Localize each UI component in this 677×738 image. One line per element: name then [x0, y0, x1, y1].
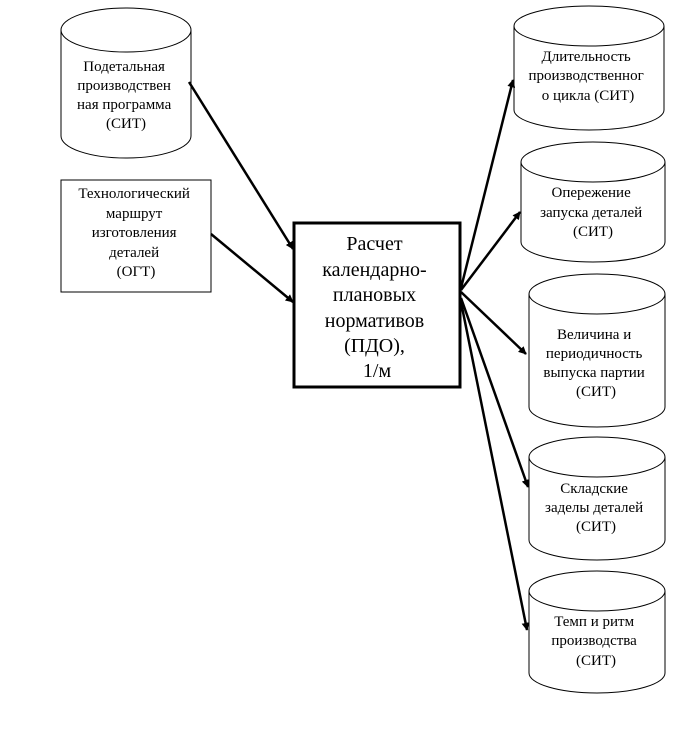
- svg-text:Подетальная производстве: Подетальная производствен ная программа …: [77, 59, 175, 132]
- rhythm-label-line: (СИТ): [576, 653, 616, 669]
- route-label-line: (ОГТ): [117, 264, 156, 280]
- advance-label-line: (СИТ): [573, 224, 613, 240]
- arrow-route-to-process: [210, 233, 294, 303]
- advance-label-line: запуска деталей: [540, 205, 642, 221]
- route-label-line: Технологический: [78, 186, 190, 202]
- program-label-line: производствен: [77, 78, 171, 94]
- duration-label-line: производственног: [529, 68, 644, 84]
- svg-text:Величина и периодичность: Величина и периодичность выпуска партии …: [543, 327, 648, 400]
- stock-label-line: (СИТ): [576, 519, 616, 535]
- stock-label-line: заделы деталей: [545, 500, 643, 516]
- arrow-program-to-process: [187, 81, 295, 250]
- process-label-line: плановых: [333, 284, 416, 306]
- batch-label-line: (СИТ): [576, 384, 616, 400]
- program-label-line: ная программа: [77, 97, 172, 113]
- process-label-line: Расчет: [346, 233, 402, 255]
- route-label-line: изготовления: [92, 225, 177, 241]
- batch-label-line: периодичность: [546, 346, 643, 362]
- route-document: Технологический маршрут изготовления дет…: [60, 179, 212, 293]
- rhythm-label-line: производства: [551, 633, 637, 649]
- batch-label-line: Величина и: [557, 327, 631, 343]
- route-label-line: деталей: [109, 245, 159, 261]
- duration-label-line: Длительность: [542, 49, 631, 65]
- process-label-line: нормативов: [325, 310, 424, 332]
- svg-text:Длительность производств: Длительность производственног о цикла (С…: [529, 49, 648, 104]
- advance-database: Опережение запуска деталей (СИТ): [520, 141, 666, 263]
- arrow-process-to-stock: [459, 297, 530, 488]
- batch-label-line: выпуска партии: [543, 365, 644, 381]
- rhythm-label-line: Темп и ритм: [554, 614, 634, 630]
- arrow-process-to-duration: [459, 79, 516, 289]
- svg-text:Технологический маршрут: Технологический маршрут изготовления дет…: [78, 186, 193, 280]
- svg-text:Складские заделы деталей: Складские заделы деталей (СИТ): [545, 481, 647, 535]
- process-label-line: 1/м: [363, 360, 392, 382]
- program-database: Подетальная производствен ная программа …: [60, 7, 192, 159]
- svg-text:Темп и ритм производства: Темп и ритм производства (СИТ): [551, 614, 640, 669]
- program-label-line: (СИТ): [106, 116, 146, 132]
- svg-text:Опережение запуска детал: Опережение запуска деталей (СИТ): [540, 185, 646, 240]
- stock-database: Складские заделы деталей (СИТ): [528, 436, 666, 561]
- duration-label-line: о цикла (СИТ): [542, 88, 634, 104]
- batch-database: Величина и периодичность выпуска партии …: [528, 273, 666, 428]
- route-label-line: маршрут: [106, 206, 163, 222]
- arrow-process-to-advance: [460, 211, 521, 291]
- stock-label-line: Складские: [560, 481, 628, 497]
- rhythm-database: Темп и ритм производства (СИТ): [528, 570, 666, 694]
- program-label-line: Подетальная: [83, 59, 165, 75]
- process-box: Расчет календарно- плановых нормативов (…: [292, 221, 462, 389]
- arrow-process-to-batch: [460, 291, 527, 355]
- arrow-process-to-rhythm: [459, 301, 530, 631]
- svg-text:Расчет календарно-: Расчет календарно- плановых нормативов (…: [322, 233, 431, 382]
- process-label-line: (ПДО),: [344, 335, 405, 357]
- process-label-line: календарно-: [322, 259, 426, 281]
- duration-database: Длительность производственног о цикла (С…: [513, 5, 665, 131]
- advance-label-line: Опережение: [552, 185, 632, 201]
